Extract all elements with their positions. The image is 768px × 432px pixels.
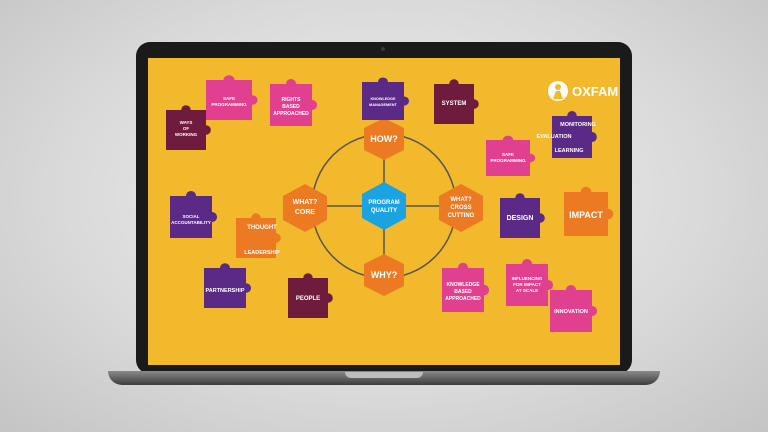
program-quality-hex: PROGRAM QUALITY	[362, 182, 406, 230]
svg-text:PROGRAMMING: PROGRAMMING	[211, 102, 247, 107]
svg-text:DESIGN: DESIGN	[507, 215, 534, 222]
svg-text:APPROACHED: APPROACHED	[273, 111, 309, 117]
svg-text:PARTNERSHIP: PARTNERSHIP	[205, 288, 244, 294]
svg-text:CORE: CORE	[295, 209, 316, 216]
piece-safe-programming-right: SAFE PROGRAMMING	[486, 135, 536, 176]
piece-knowledge-management: KNOWLEDGE MANAGEMENT	[362, 77, 410, 120]
piece-thought-leadership: THOUGHT LEADERSHIP	[236, 213, 281, 258]
svg-text:WORKING: WORKING	[175, 132, 198, 137]
svg-text:SAFE: SAFE	[223, 96, 235, 101]
laptop-base	[108, 371, 660, 385]
svg-text:LEARNING: LEARNING	[555, 148, 584, 154]
svg-text:WHAT?: WHAT?	[450, 197, 472, 203]
svg-text:RIGHTS: RIGHTS	[282, 97, 302, 103]
piece-ways-of-working: WAYS OF WORKING	[166, 105, 211, 150]
piece-social-accountability: SOCIAL ACCOUNTABILITY	[170, 190, 218, 238]
svg-text:WHY?: WHY?	[371, 270, 398, 280]
piece-knowledge-based: KNOWLEDGE BASED APPROACHED	[442, 262, 490, 312]
why-hex: WHY?	[364, 254, 404, 296]
svg-text:BASED: BASED	[454, 289, 472, 295]
what-cross-cutting-hex: WHAT? CROSS CUTTING	[439, 184, 483, 232]
camera-icon	[381, 47, 385, 51]
svg-text:IMPACT: IMPACT	[569, 210, 603, 220]
svg-text:HOW?: HOW?	[370, 134, 398, 144]
piece-partnership: PARTNERSHIP	[204, 263, 252, 308]
piece-influencing: INFLUENCING FOR IMPACT AT SCALE	[506, 258, 554, 306]
svg-text:AT SCALE: AT SCALE	[516, 288, 538, 293]
brand-name: OXFAM	[572, 84, 618, 99]
svg-text:EVALUATION: EVALUATION	[537, 134, 572, 140]
svg-text:INNOVATION: INNOVATION	[554, 309, 588, 315]
piece-impact: IMPACT	[564, 186, 614, 236]
svg-text:INFLUENCING: INFLUENCING	[512, 276, 543, 281]
svg-text:MANAGEMENT: MANAGEMENT	[369, 103, 397, 107]
svg-text:OF: OF	[183, 126, 190, 131]
how-hex: HOW?	[364, 118, 404, 160]
piece-people: PEOPLE	[288, 273, 333, 318]
piece-monitoring-evaluation-learning: MONITORING EVALUATION LEARNING	[537, 110, 597, 158]
svg-text:MONITORING: MONITORING	[560, 122, 596, 128]
svg-text:PROGRAM: PROGRAM	[368, 200, 399, 206]
svg-text:SOCIAL: SOCIAL	[182, 214, 199, 219]
piece-safe-programming-top: SAFE PROGRAMMING	[206, 75, 258, 120]
svg-text:CROSS: CROSS	[450, 205, 471, 211]
piece-rights-based: RIGHTS BASED APPROACHED	[270, 78, 318, 126]
piece-innovation: INNOVATION	[550, 284, 598, 332]
what-core-hex: WHAT? CORE	[283, 184, 327, 232]
svg-text:THOUGHT: THOUGHT	[247, 225, 277, 231]
svg-text:FOR IMPACT: FOR IMPACT	[513, 282, 541, 287]
svg-text:PROGRAMMING: PROGRAMMING	[490, 158, 526, 163]
svg-text:SYSTEM: SYSTEM	[442, 101, 467, 107]
svg-text:KNOWLEDGE: KNOWLEDGE	[446, 282, 480, 288]
svg-text:APPROACHED: APPROACHED	[445, 296, 481, 302]
svg-text:QUALITY: QUALITY	[371, 208, 397, 214]
svg-text:ACCOUNTABILITY: ACCOUNTABILITY	[171, 220, 211, 225]
laptop-notch	[345, 372, 423, 378]
oxfam-logo: OXFAM	[548, 81, 618, 101]
svg-text:PEOPLE: PEOPLE	[296, 296, 320, 302]
piece-system: SYSTEM	[434, 79, 479, 124]
svg-text:WAYS: WAYS	[180, 120, 193, 125]
svg-text:LEADERSHIP: LEADERSHIP	[244, 250, 280, 256]
svg-text:KNOWLEDGE: KNOWLEDGE	[370, 97, 396, 101]
svg-text:SAFE: SAFE	[502, 152, 514, 157]
piece-design: DESIGN	[500, 193, 545, 238]
svg-text:CUTTING: CUTTING	[448, 213, 475, 219]
svg-text:WHAT?: WHAT?	[293, 199, 318, 206]
svg-text:BASED: BASED	[282, 104, 300, 110]
laptop-screen: OXFAM PROGRAM QUALITY HOW? WHY? WHAT? CO…	[148, 58, 620, 365]
